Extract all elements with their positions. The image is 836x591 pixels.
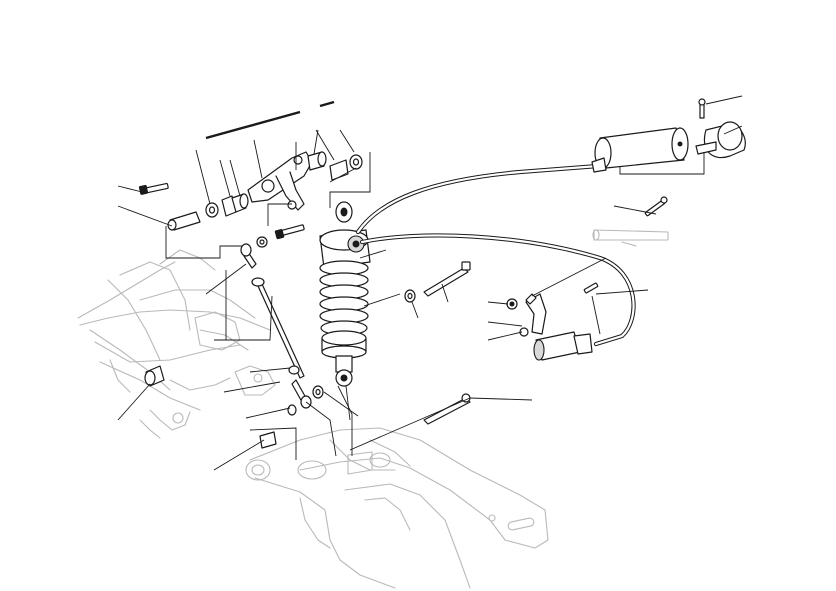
leader-lines <box>117 95 743 471</box>
long-bolt-upper <box>423 261 471 297</box>
long-bolt-lower <box>423 393 471 425</box>
bracket-bolt <box>644 196 668 217</box>
reservoir-hose <box>355 163 601 235</box>
swingarm-ghost-outline <box>245 427 549 589</box>
lower-bushing <box>144 365 165 387</box>
adjuster-screw <box>583 282 599 294</box>
washers-bushings-left <box>205 193 249 218</box>
rear-shock-absorber <box>319 201 371 387</box>
adjuster-hose <box>359 233 636 347</box>
adjuster-bracket <box>525 293 547 335</box>
adjuster-washer <box>519 327 529 337</box>
spacer-sleeve <box>167 211 201 231</box>
shock-washer <box>404 289 416 303</box>
remote-reservoir <box>591 127 689 173</box>
lower-washers <box>259 385 324 449</box>
frame-ghost-outline <box>77 249 276 439</box>
rocker-pivot-bolt <box>138 182 169 195</box>
preload-adjuster-knob <box>533 331 593 361</box>
header-bar <box>205 110 301 140</box>
shock-spring <box>319 260 369 336</box>
reservoir-clamp <box>695 98 746 159</box>
adjuster-bracket-plate <box>592 229 669 247</box>
rocker-link <box>247 151 313 211</box>
bushings-right <box>307 151 363 181</box>
short-bolt-mid <box>274 224 305 240</box>
tie-rod <box>240 236 312 409</box>
adjuster-nut <box>506 298 518 310</box>
header-bar-short <box>319 100 335 108</box>
